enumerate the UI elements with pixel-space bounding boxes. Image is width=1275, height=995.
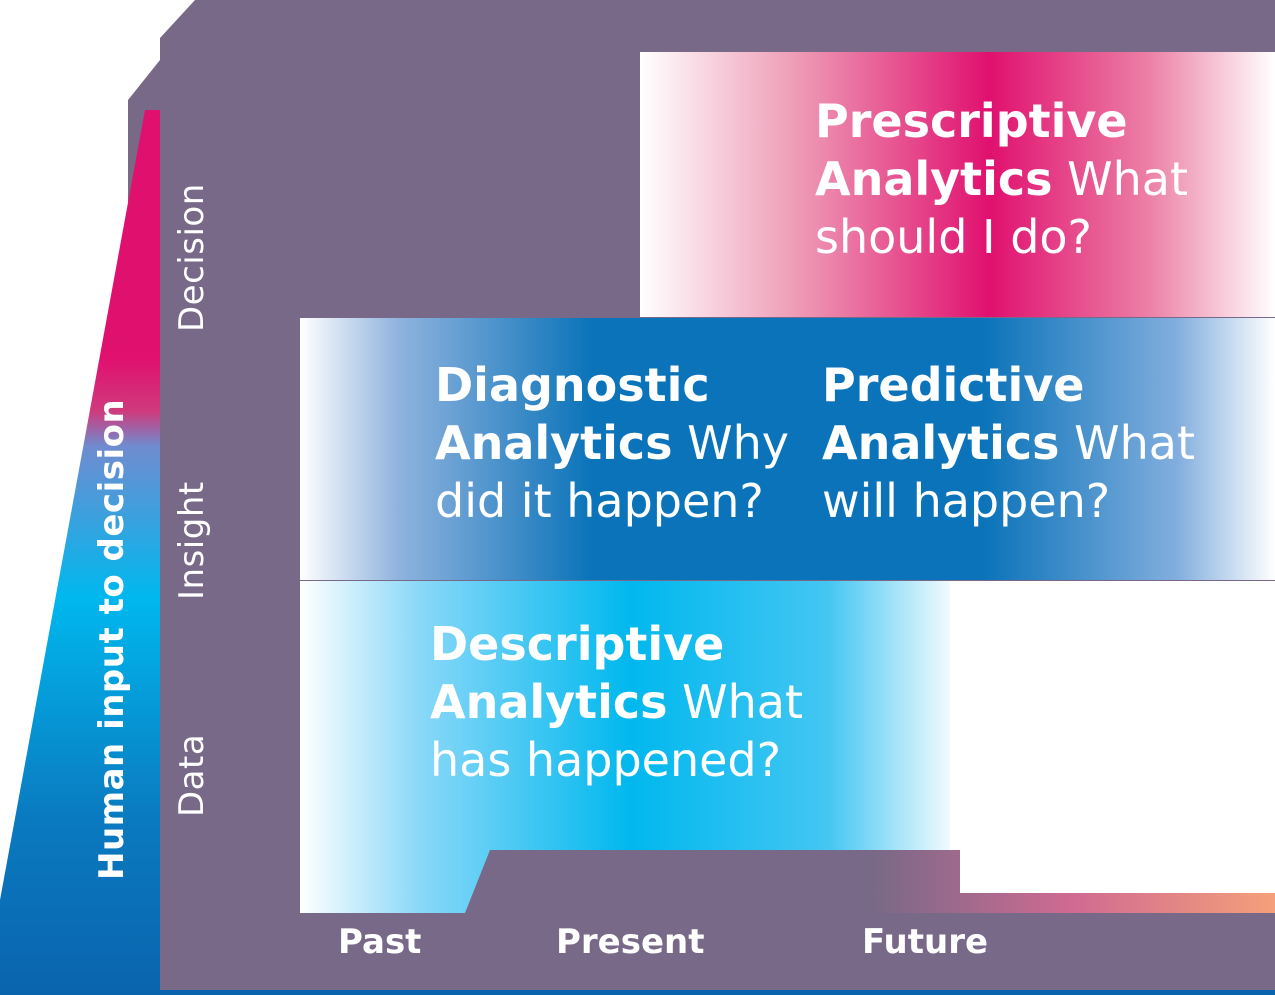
prescriptive-question: What should I do? [815, 152, 1189, 264]
side-label-human-input: Human input to decision [92, 398, 132, 880]
descriptive-question: What has happened? [430, 675, 804, 787]
x-axis-label-past: Past [338, 922, 422, 962]
predictive-question: What will happen? [822, 416, 1196, 528]
y-axis-label-insight: Insight [172, 481, 212, 600]
prescriptive-box [640, 52, 1275, 317]
bottom-edge [160, 990, 1275, 995]
prescriptive-title: Prescriptive Analytics [815, 94, 1128, 206]
diagnostic-question: Why did it happen? [435, 416, 790, 528]
predictive-title: Predictive Analytics [822, 358, 1085, 470]
diagnostic-title: Diagnostic Analytics [435, 358, 710, 470]
x-axis-label-future: Future [862, 922, 989, 962]
prescriptive-label: Prescriptive Analytics What should I do? [815, 92, 1255, 266]
descriptive-title: Descriptive Analytics [430, 617, 725, 729]
x-axis-label-present: Present [556, 922, 705, 962]
bottom-strip [300, 913, 1275, 995]
side-divider [160, 110, 168, 995]
side-wedge [0, 110, 165, 995]
y-axis-label-data: Data [172, 733, 212, 817]
time-arrow [465, 850, 1275, 913]
diagnostic-predictive-box [300, 318, 1275, 580]
diagnostic-label: Diagnostic Analytics Why did it happen? [435, 356, 795, 530]
y-axis-label-decision: Decision [172, 183, 212, 332]
predictive-label: Predictive Analytics What will happen? [822, 356, 1242, 530]
descriptive-label: Descriptive Analytics What has happened? [430, 615, 810, 789]
empty-future-area [950, 581, 1275, 893]
